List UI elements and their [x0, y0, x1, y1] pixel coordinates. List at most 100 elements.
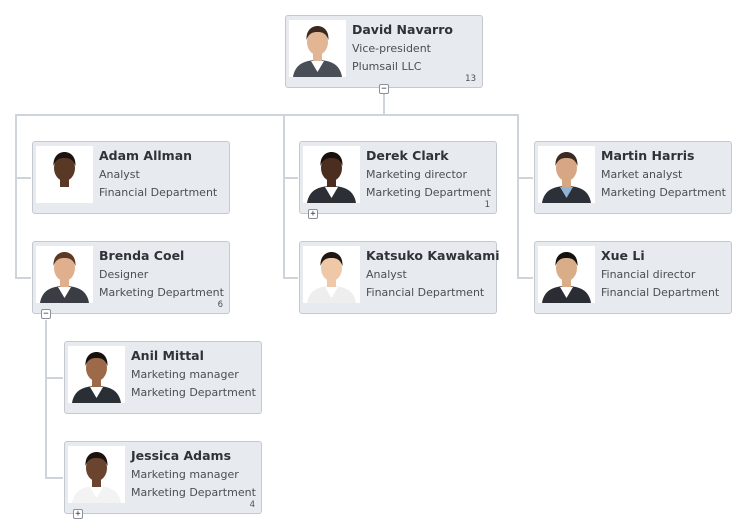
node-katsuko-kawakami[interactable]: Katsuko Kawakami Analyst Financial Depar…: [299, 241, 500, 314]
node-david-navarro[interactable]: David Navarro Vice-president Plumsail LL…: [285, 15, 483, 88]
portrait-hair: [320, 252, 343, 266]
portrait-face: [307, 29, 328, 55]
expand-toggle-derek[interactable]: +: [308, 209, 318, 219]
portrait-illustration: [307, 252, 356, 303]
employee-title: Designer: [99, 268, 149, 281]
portrait-neck: [60, 277, 69, 287]
portrait-face: [556, 255, 577, 281]
employee-department: Marketing Department: [99, 286, 224, 299]
node-brenda-coel[interactable]: Brenda Coel Designer Marketing Departmen…: [32, 241, 230, 314]
portrait-hair: [320, 152, 343, 166]
employee-name: Jessica Adams: [131, 448, 232, 463]
avatar: [289, 20, 346, 77]
employee-name: Martin Harris: [601, 148, 695, 163]
connector-katsuko: [283, 277, 298, 279]
avatar: [36, 146, 93, 203]
portrait-illustration: [293, 26, 342, 77]
node-jessica-adams[interactable]: Jessica Adams Marketing manager Marketin…: [64, 441, 262, 514]
employee-name: Xue Li: [601, 248, 645, 263]
portrait-neck: [313, 51, 322, 61]
portrait-hair: [306, 26, 329, 40]
subordinate-count: 6: [217, 300, 223, 310]
node-xue-li[interactable]: Xue Li Financial director Financial Depa…: [534, 241, 732, 314]
avatar: [303, 146, 360, 203]
connector-xue: [517, 277, 533, 279]
portrait-collar: [311, 61, 324, 72]
avatar: [303, 246, 360, 303]
connector-middle-branch: [283, 114, 285, 278]
connector-left-branch: [15, 114, 17, 278]
subordinate-count: 13: [465, 74, 476, 84]
portrait-collar: [58, 187, 71, 198]
avatar: [68, 446, 125, 503]
collapse-toggle-david[interactable]: −: [379, 84, 389, 94]
employee-title: Marketing manager: [131, 368, 239, 381]
connector-right-branch: [517, 114, 519, 278]
portrait-illustration: [542, 252, 591, 303]
employee-title: Analyst: [99, 168, 140, 181]
connector-brenda-branch: [45, 320, 47, 478]
portrait-neck: [327, 177, 336, 187]
portrait-face: [86, 455, 107, 481]
node-derek-clark[interactable]: Derek Clark Marketing director Marketing…: [299, 141, 497, 214]
connector-brenda: [15, 277, 31, 279]
avatar: [68, 346, 125, 403]
portrait-neck: [92, 377, 101, 387]
portrait-hair: [555, 152, 578, 166]
employee-name: Brenda Coel: [99, 248, 185, 263]
employee-name: Anil Mittal: [131, 348, 204, 363]
employee-title: Vice-president: [352, 42, 431, 55]
employee-department: Financial Department: [99, 186, 218, 199]
portrait-face: [54, 255, 75, 281]
collapse-toggle-brenda[interactable]: −: [41, 309, 51, 319]
portrait-hair: [85, 452, 108, 466]
employee-title: Marketing director: [366, 168, 468, 181]
expand-toggle-jessica[interactable]: +: [73, 509, 83, 519]
portrait-face: [556, 155, 577, 181]
employee-department: Marketing Department: [601, 186, 726, 199]
employee-department: Marketing Department: [131, 386, 256, 399]
portrait-neck: [562, 177, 571, 187]
employee-department: Marketing Department: [131, 486, 256, 499]
portrait-neck: [562, 277, 571, 287]
connector-martin: [517, 177, 533, 179]
portrait-illustration: [72, 452, 121, 503]
portrait-collar: [560, 287, 573, 298]
connector-bus-horizontal: [15, 114, 518, 116]
portrait-face: [86, 355, 107, 381]
node-anil-mittal[interactable]: Anil Mittal Marketing manager Marketing …: [64, 341, 262, 414]
connector-root-down: [383, 94, 385, 114]
portrait-collar: [58, 287, 71, 298]
employee-department: Financial Department: [366, 286, 485, 299]
employee-title: Financial director: [601, 268, 696, 281]
connector-jessica: [45, 477, 63, 479]
employee-name: Adam Allman: [99, 148, 193, 163]
portrait-face: [321, 155, 342, 181]
connector-anil: [45, 377, 63, 379]
portrait-illustration: [40, 152, 89, 203]
portrait-hair: [53, 152, 76, 166]
avatar: [538, 246, 595, 303]
portrait-collar: [325, 287, 338, 298]
employee-title: Market analyst: [601, 168, 683, 181]
portrait-collar: [90, 487, 103, 498]
node-adam-allman[interactable]: Adam Allman Analyst Financial Department: [32, 141, 230, 214]
portrait-hair: [53, 252, 76, 266]
connector-derek: [283, 177, 298, 179]
portrait-face: [321, 255, 342, 281]
employee-name: Katsuko Kawakami: [366, 248, 500, 263]
portrait-collar: [560, 187, 573, 198]
employee-department: Financial Department: [601, 286, 720, 299]
employee-name: Derek Clark: [366, 148, 449, 163]
employee-title: Marketing manager: [131, 468, 239, 481]
avatar: [36, 246, 93, 303]
portrait-hair: [85, 352, 108, 366]
portrait-neck: [60, 177, 69, 187]
portrait-illustration: [542, 152, 591, 203]
node-martin-harris[interactable]: Martin Harris Market analyst Marketing D…: [534, 141, 732, 214]
subordinate-count: 4: [249, 500, 255, 510]
connector-adam: [15, 177, 31, 179]
portrait-collar: [90, 387, 103, 398]
subordinate-count: 1: [484, 200, 490, 210]
